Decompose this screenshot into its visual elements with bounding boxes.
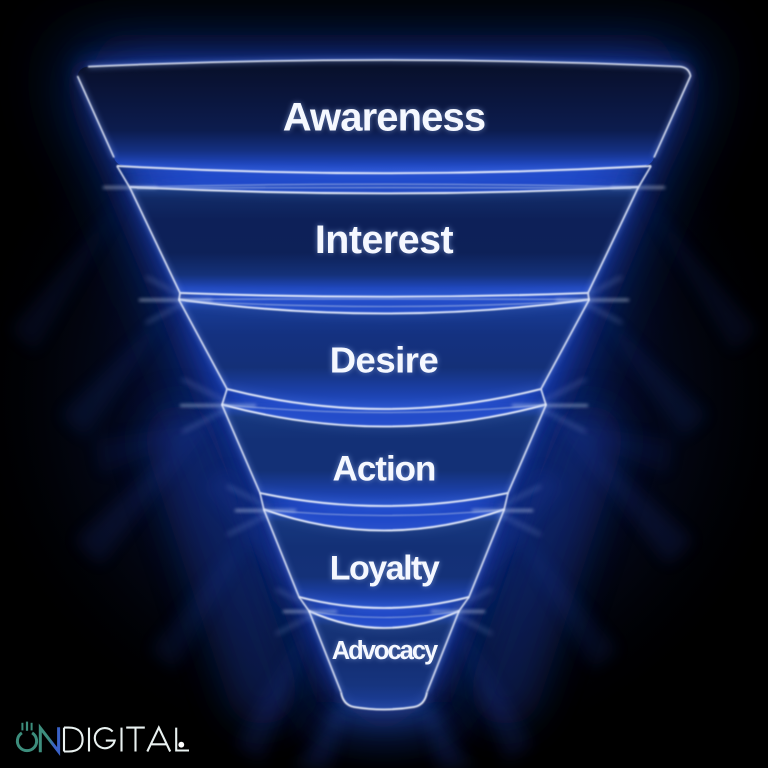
- svg-text:Action: Action: [333, 449, 436, 488]
- svg-text:Advocacy: Advocacy: [332, 637, 439, 665]
- svg-text:Desire: Desire: [330, 340, 439, 381]
- svg-text:Action: Action: [333, 449, 436, 488]
- svg-text:Loyalty: Loyalty: [330, 550, 440, 588]
- svg-text:Desire: Desire: [330, 340, 439, 381]
- svg-text:Interest: Interest: [315, 218, 454, 262]
- svg-text:Awareness: Awareness: [283, 95, 485, 139]
- svg-text:Interest: Interest: [315, 218, 454, 262]
- svg-text:Awareness: Awareness: [283, 95, 485, 139]
- svg-text:Advocacy: Advocacy: [332, 637, 439, 665]
- svg-text:Loyalty: Loyalty: [330, 550, 440, 588]
